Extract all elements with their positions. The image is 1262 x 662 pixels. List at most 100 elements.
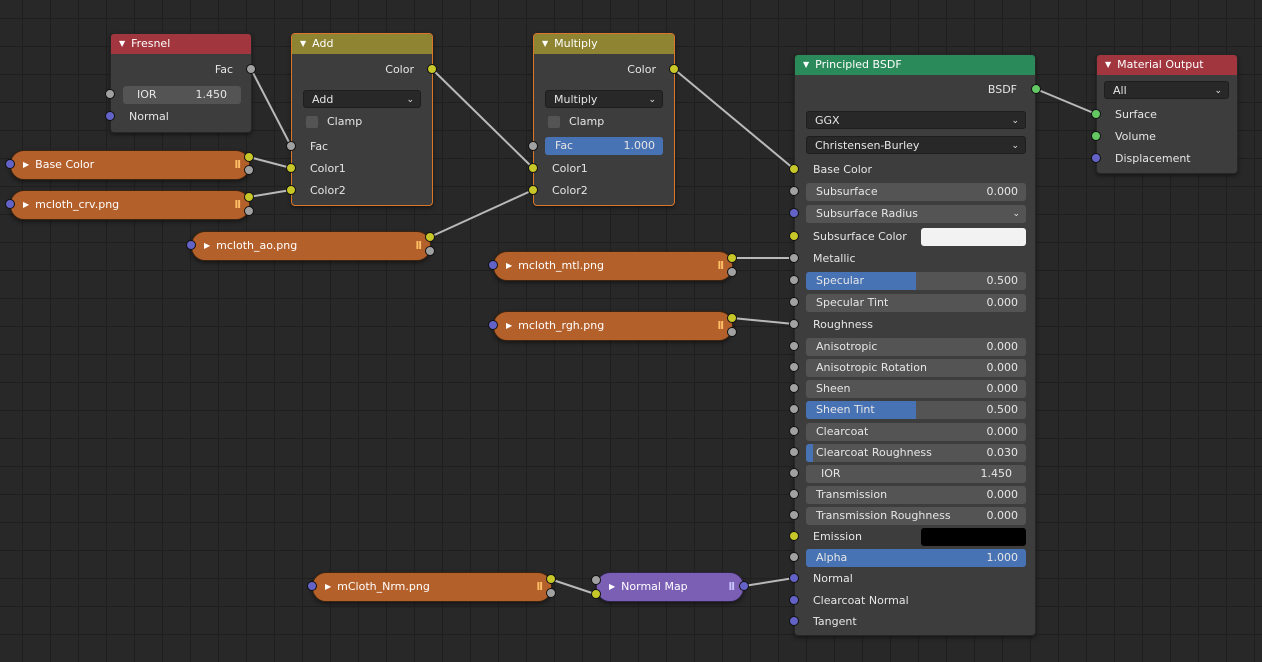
rgh-color-socket[interactable] (727, 313, 737, 323)
alpha-slider[interactable]: Alpha 1.000 (806, 549, 1026, 567)
normal-socket[interactable] (789, 573, 799, 583)
sheen-socket[interactable] (789, 383, 799, 393)
expand-triangle-icon[interactable]: ▶ (23, 160, 30, 169)
clearcoat-roughness-slider[interactable]: Clearcoat Roughness 0.030 (806, 444, 1026, 462)
subsurface-color-socket[interactable] (789, 231, 799, 241)
multiply-color2-socket[interactable] (528, 185, 538, 195)
subsurface-color-swatch[interactable] (921, 228, 1026, 246)
multiply-color1-socket[interactable] (528, 163, 538, 173)
normal-map-node[interactable]: ▶Normal Map ll (596, 572, 744, 602)
output-target-dropdown[interactable]: All⌄ (1104, 81, 1229, 99)
image-node-mcloth-ao[interactable]: ▶mcloth_ao.png ll (191, 231, 431, 261)
ao-color-socket[interactable] (425, 232, 435, 242)
clearcoat-roughness-socket[interactable] (789, 447, 799, 457)
material-output-header[interactable]: ▼Material Output (1097, 55, 1237, 75)
specular-tint-socket[interactable] (789, 297, 799, 307)
alpha-socket[interactable] (789, 552, 799, 562)
principled-bsdf-node[interactable]: ▼Principled BSDF BSDF GGX⌄ Christensen-B… (794, 54, 1036, 636)
sheen-tint-slider[interactable]: Sheen Tint 0.500 (806, 401, 1026, 419)
add-blend-mode-dropdown[interactable]: Add⌄ (303, 90, 421, 108)
normal-map-normal-out-socket[interactable] (739, 581, 749, 591)
expand-triangle-icon[interactable]: ▶ (609, 582, 616, 591)
normal-map-color-socket[interactable] (591, 589, 601, 599)
subsurface-radius-dropdown[interactable]: Subsurface Radius ⌄ (806, 205, 1026, 223)
specular-slider[interactable]: Specular 0.500 (806, 272, 1026, 290)
collapse-triangle-icon[interactable]: ▼ (119, 39, 126, 48)
bsdf-out-socket[interactable] (1031, 84, 1041, 94)
add-color-out-socket[interactable] (427, 64, 437, 74)
multiply-color-out-socket[interactable] (669, 64, 679, 74)
expand-triangle-icon[interactable]: ▶ (506, 321, 513, 330)
expand-triangle-icon[interactable]: ▶ (325, 582, 332, 591)
multiply-header[interactable]: ▼Multiply (534, 34, 674, 54)
drag-handle-icon[interactable]: ll (536, 580, 542, 593)
expand-triangle-icon[interactable]: ▶ (23, 200, 30, 209)
mtl-vector-socket[interactable] (488, 260, 498, 270)
specular-socket[interactable] (789, 275, 799, 285)
subsurface-method-dropdown[interactable]: Christensen-Burley⌄ (806, 136, 1026, 154)
multiply-blend-mode-dropdown[interactable]: Multiply⌄ (545, 90, 663, 108)
add-color2-socket[interactable] (286, 185, 296, 195)
base-color-socket[interactable] (789, 164, 799, 174)
surface-socket[interactable] (1091, 109, 1101, 119)
normal-map-strength-socket[interactable] (591, 575, 601, 585)
collapse-triangle-icon[interactable]: ▼ (300, 39, 307, 48)
drag-handle-icon[interactable]: ll (728, 580, 734, 593)
emission-color-swatch[interactable] (921, 528, 1026, 546)
image-node-mcloth-mtl[interactable]: ▶mcloth_mtl.png ll (493, 251, 733, 281)
anisotropic-socket[interactable] (789, 341, 799, 351)
drag-handle-icon[interactable]: ll (234, 198, 240, 211)
principled-bsdf-header[interactable]: ▼Principled BSDF (795, 55, 1035, 75)
crv-color-socket[interactable] (244, 192, 254, 202)
collapse-triangle-icon[interactable]: ▼ (542, 39, 549, 48)
base-color-vector-socket[interactable] (5, 159, 15, 169)
multiply-node[interactable]: ▼Multiply Color Multiply⌄ Clamp Fac 1.00… (533, 33, 675, 206)
image-node-base-color[interactable]: ▶Base Color ll (10, 150, 250, 180)
crv-vector-socket[interactable] (5, 199, 15, 209)
drag-handle-icon[interactable]: ll (717, 319, 723, 332)
mtl-alpha-socket[interactable] (727, 267, 737, 277)
add-color1-socket[interactable] (286, 163, 296, 173)
collapse-triangle-icon[interactable]: ▼ (803, 60, 810, 69)
fresnel-ior-field[interactable]: IOR 1.450 (123, 86, 241, 104)
ior-field[interactable]: IOR 1.450 (806, 465, 1026, 483)
anisotropic-rotation-socket[interactable] (789, 362, 799, 372)
anisotropic-slider[interactable]: Anisotropic 0.000 (806, 338, 1026, 356)
anisotropic-rotation-slider[interactable]: Anisotropic Rotation 0.000 (806, 359, 1026, 377)
subsurface-slider[interactable]: Subsurface 0.000 (806, 183, 1026, 201)
sheen-slider[interactable]: Sheen 0.000 (806, 380, 1026, 398)
multiply-clamp-checkbox[interactable] (548, 116, 560, 128)
distribution-dropdown[interactable]: GGX⌄ (806, 111, 1026, 129)
base-color-color-socket[interactable] (244, 152, 254, 162)
add-node[interactable]: ▼Add Color Add⌄ Clamp Fac Color1 Color2 (291, 33, 433, 206)
fresnel-fac-socket[interactable] (246, 64, 256, 74)
subsurface-radius-socket[interactable] (789, 208, 799, 218)
volume-socket[interactable] (1091, 131, 1101, 141)
clearcoat-socket[interactable] (789, 426, 799, 436)
add-header[interactable]: ▼Add (292, 34, 432, 54)
nrm-color-socket[interactable] (546, 574, 556, 584)
clearcoat-slider[interactable]: Clearcoat 0.000 (806, 423, 1026, 441)
material-output-node[interactable]: ▼Material Output All⌄ Surface Volume Dis… (1096, 54, 1238, 174)
drag-handle-icon[interactable]: ll (234, 158, 240, 171)
transmission-slider[interactable]: Transmission 0.000 (806, 486, 1026, 504)
multiply-fac-slider[interactable]: Fac 1.000 (545, 137, 663, 155)
add-clamp-checkbox[interactable] (306, 116, 318, 128)
crv-alpha-socket[interactable] (244, 206, 254, 216)
multiply-fac-socket[interactable] (528, 141, 538, 151)
transmission-socket[interactable] (789, 489, 799, 499)
base-color-alpha-socket[interactable] (244, 165, 254, 175)
expand-triangle-icon[interactable]: ▶ (506, 261, 513, 270)
image-node-mcloth-nrm[interactable]: ▶mCloth_Nrm.png ll (312, 572, 552, 602)
expand-triangle-icon[interactable]: ▶ (204, 241, 211, 250)
transmission-roughness-slider[interactable]: Transmission Roughness 0.000 (806, 507, 1026, 525)
ao-vector-socket[interactable] (186, 240, 196, 250)
subsurface-socket[interactable] (789, 186, 799, 196)
image-node-mcloth-rgh[interactable]: ▶mcloth_rgh.png ll (493, 311, 733, 341)
fresnel-node[interactable]: ▼Fresnel Fac IOR 1.450 Normal (110, 33, 252, 133)
image-node-mcloth-crv[interactable]: ▶mcloth_crv.png ll (10, 190, 250, 220)
ao-alpha-socket[interactable] (425, 246, 435, 256)
metallic-socket[interactable] (789, 253, 799, 263)
rgh-vector-socket[interactable] (488, 320, 498, 330)
fresnel-header[interactable]: ▼Fresnel (111, 34, 251, 54)
